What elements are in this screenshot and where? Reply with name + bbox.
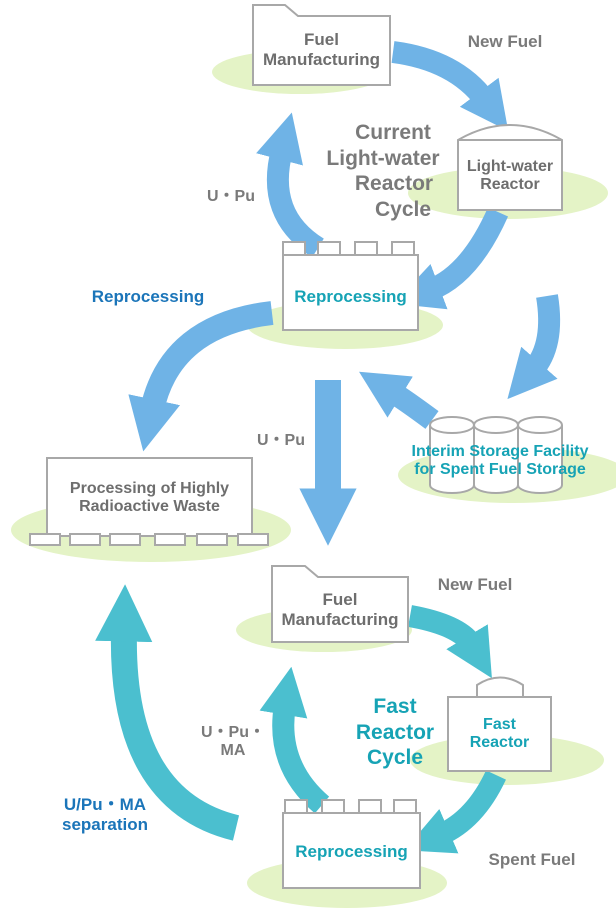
top-new-fuel-label: New Fuel (467, 32, 543, 51)
top-reprocessing-box (282, 241, 419, 331)
storage-cylinders (429, 416, 563, 494)
lwr-box (457, 124, 563, 211)
top-fuel-line2: Manufacturing (262, 49, 381, 69)
bottom-reprocessing-box (282, 799, 421, 889)
top-cycle-title: Current Light-water Reactor Cycle (318, 120, 448, 222)
middle-reprocessing-label: Reprocessing (91, 287, 205, 306)
arrow-fast-reactor-to-reprocessing (404, 770, 506, 854)
fast-reactor-line1: Fast (483, 716, 516, 733)
storage-label: Interim Storage Facility for Spent Fuel … (388, 443, 612, 480)
arrow-lwr-to-storage (507, 294, 561, 400)
separation-line1: U/Pu・MA (63, 795, 147, 814)
bottom-fuel-line1: Fuel (322, 590, 358, 609)
waste-label: Processing of Highly Radioactive Waste (47, 480, 252, 517)
top-u-pu-label: U・Pu (206, 188, 255, 205)
bottom-cycle-title: Fast Reactor Cycle (340, 694, 450, 771)
u-pu-ma-line2: MA (220, 742, 246, 760)
separation-label: U/Pu・MA separation (40, 795, 170, 834)
arrow-separation-to-waste (95, 584, 240, 841)
top-title-line2: Light-water (326, 146, 440, 170)
spent-fuel-label: Spent Fuel (488, 850, 576, 869)
top-title-line3: Reactor (354, 172, 434, 196)
top-reprocessing-label: Reprocessing (294, 287, 407, 306)
arrow-lwr-to-reprocessing (393, 207, 509, 310)
lwr-line1: Light-water (466, 158, 554, 175)
storage-line2: for Spent Fuel Storage (414, 461, 586, 479)
waste-box (29, 457, 269, 546)
waste-line1: Processing of Highly (69, 480, 230, 497)
bottom-new-fuel-label: New Fuel (437, 575, 513, 594)
u-pu-ma-line1: U・Pu・ (200, 724, 265, 741)
fast-reactor-line2: Reactor (469, 734, 530, 752)
bottom-fuel-label: Fuel Manufacturing (272, 590, 408, 629)
arrow-reprocessing-to-waste (128, 301, 274, 452)
lwr-line2: Reactor (480, 176, 540, 194)
arrow-reprocessing-to-fuel (256, 112, 325, 258)
fast-reactor-box (476, 676, 524, 698)
storage-line1: Interim Storage Facility (411, 443, 589, 460)
top-fuel-line1: Fuel (304, 30, 339, 49)
top-fuel-box (252, 4, 391, 86)
top-title-line1: Current (355, 121, 431, 144)
bottom-fuel-line2: Manufacturing (281, 609, 399, 629)
arrow-storage-to-reprocessing (359, 371, 439, 429)
arrow-reprocessing-to-fuel-bottom (259, 666, 330, 814)
separation-line2: separation (62, 814, 148, 834)
arrow-fuel-to-fast-reactor (407, 605, 492, 679)
bottom-reprocessing-label: Reprocessing (295, 842, 408, 861)
bottom-u-pu-ma-label: U・Pu・ MA (198, 724, 268, 761)
bottom-fuel-box (271, 565, 409, 643)
arrow-fuel-to-lwr (391, 41, 509, 131)
lwr-label: Light-water Reactor (458, 158, 562, 195)
bottom-title-line1: Fast (373, 695, 417, 718)
bottom-title-line3: Cycle (366, 746, 424, 770)
bottom-title-line2: Reactor (355, 720, 435, 744)
top-fuel-label: Fuel Manufacturing (253, 30, 390, 69)
middle-u-pu-label: U・Pu (256, 432, 305, 449)
fast-reactor-label: Fast Reactor (448, 716, 551, 753)
top-title-line4: Cycle (374, 197, 432, 221)
waste-line2: Radioactive Waste (79, 498, 220, 516)
